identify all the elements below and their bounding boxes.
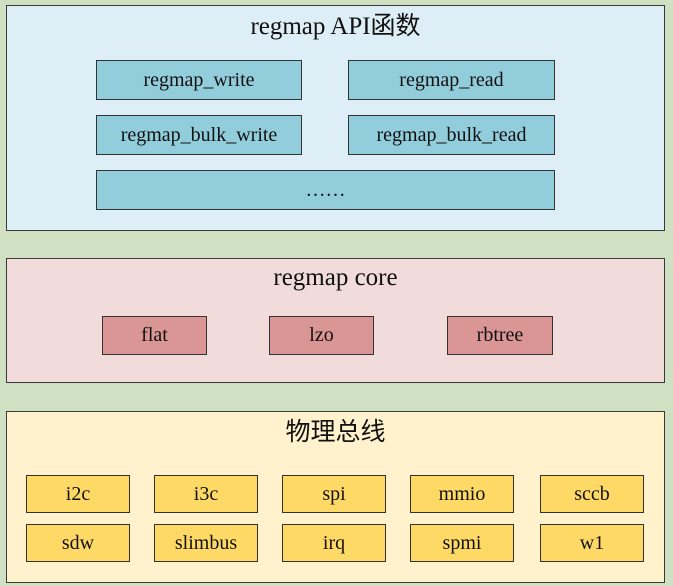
physical-bus-layer: 物理总线 i2c i3c spi mmio sccb sdw slimbus i… xyxy=(6,411,665,583)
api-layer-title: regmap API函数 xyxy=(250,13,421,40)
bus-spmi: spmi xyxy=(410,524,514,562)
bus-sdw: sdw xyxy=(26,524,130,562)
bus-irq: irq xyxy=(282,524,386,562)
bus-spi: spi xyxy=(282,475,386,513)
cache-lzo: lzo xyxy=(269,316,374,355)
bus-sccb: sccb xyxy=(540,475,644,513)
bus-layer-title: 物理总线 xyxy=(285,419,386,446)
api-function-regmap-bulk-write: regmap_bulk_write xyxy=(96,115,302,155)
regmap-api-layer: regmap API函数 regmap_write regmap_read re… xyxy=(6,5,665,231)
bus-slimbus: slimbus xyxy=(154,524,258,562)
bus-w1: w1 xyxy=(540,524,644,562)
bus-mmio: mmio xyxy=(410,475,514,513)
core-layer-title: regmap core xyxy=(273,264,398,291)
api-function-regmap-bulk-read: regmap_bulk_read xyxy=(348,115,555,155)
api-function-regmap-read: regmap_read xyxy=(348,60,555,100)
api-function-regmap-write: regmap_write xyxy=(96,60,302,100)
bus-i3c: i3c xyxy=(154,475,258,513)
cache-rbtree: rbtree xyxy=(447,316,553,355)
bus-i2c: i2c xyxy=(26,475,130,513)
cache-flat: flat xyxy=(102,316,207,355)
regmap-core-layer: regmap core flat lzo rbtree xyxy=(6,258,665,383)
api-function-more: …… xyxy=(96,170,555,210)
